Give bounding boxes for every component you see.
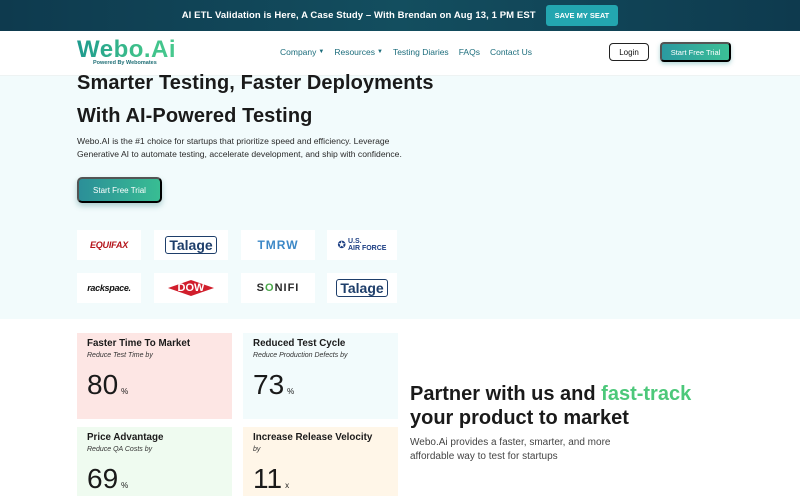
hero-start-free-trial-button[interactable]: Start Free Trial (77, 177, 162, 203)
stat-card-release-velocity: Increase Release Velocity by 11 x (243, 427, 398, 496)
dow-logo: DOW (154, 273, 228, 303)
nav-links: Company ▼ Resources ▼ Testing Diaries FA… (280, 47, 532, 57)
talage-logo-2: Talage (327, 273, 397, 303)
sonifi-letters-rest: NIFI (274, 282, 300, 294)
nav-item-label: FAQs (458, 47, 480, 57)
star-wing-icon: ✪ (337, 239, 346, 251)
hero-description: Webo.AI is the #1 choice for startups th… (77, 136, 402, 159)
talage-logo-text: Talage (165, 236, 217, 254)
stat-value: 80 % (87, 369, 222, 401)
equifax-logo-text: EQUIFAX (89, 240, 129, 250)
brand-tagline: Powered By Webomates (93, 60, 157, 66)
stat-title: Faster Time To Market (87, 338, 191, 349)
stat-unit: % (121, 387, 129, 396)
stat-value: 69 % (87, 463, 222, 495)
sonifi-letter-o: O (265, 282, 275, 294)
talage-logo: Talage (154, 230, 228, 260)
partner-heading-part-2: your product to market (410, 407, 629, 429)
caret-down-icon: ▼ (318, 49, 325, 55)
nav-start-free-trial-button[interactable]: Start Free Trial (660, 42, 731, 62)
usaf-line-2: AIR FORCE (347, 245, 387, 252)
nav-item-label: Testing Diaries (392, 47, 449, 57)
rackspace-logo: rackspace. (77, 273, 141, 303)
stat-number: 69 (87, 463, 119, 494)
main-nav: Webo.Ai Powered By Webomates Company ▼ R… (0, 31, 800, 76)
nav-item-company[interactable]: Company ▼ (280, 47, 324, 57)
nav-item-label: Contact Us (489, 47, 532, 57)
equifax-logo: EQUIFAX (77, 230, 141, 260)
hero-section: Smarter Testing, Faster Deployments With… (0, 72, 800, 319)
nav-item-contact-us[interactable]: Contact Us (490, 47, 532, 57)
partner-heading-accent: fast-track (601, 383, 692, 405)
us-air-force-logo: ✪ U.S. AIR FORCE (327, 230, 397, 260)
stat-subtitle: Reduce QA Costs by (87, 446, 153, 453)
save-my-seat-button[interactable]: SAVE MY SEAT (545, 5, 619, 26)
caret-down-icon: ▼ (376, 49, 383, 55)
stat-title: Increase Release Velocity (253, 432, 373, 443)
tmrw-logo-text: TMRW (257, 238, 299, 252)
announcement-bar: AI ETL Validation is Here, A Case Study … (0, 0, 800, 31)
stat-unit: % (121, 481, 129, 490)
hero-heading-line-1: Smarter Testing, Faster Deployments (77, 72, 434, 94)
announcement-text: AI ETL Validation is Here, A Case Study … (181, 10, 536, 21)
talage-logo-text: Talage (336, 279, 388, 297)
sonifi-logo: SONIFI (241, 273, 315, 303)
dow-logo-text: DOW (168, 280, 214, 296)
stat-card-price-advantage: Price Advantage Reduce QA Costs by 69 % (77, 427, 232, 496)
stat-number: 73 (253, 369, 285, 400)
partner-description: Webo.Ai provides a faster, smarter, and … (410, 437, 611, 462)
stat-card-reduced-test-cycle: Reduced Test Cycle Reduce Production Def… (243, 333, 398, 419)
tmrw-logo: TMRW (241, 230, 315, 260)
stat-number: 11 (253, 463, 283, 494)
hero-heading-line-2: With AI-Powered Testing (77, 105, 313, 127)
partner-heading: Partner with us and fast-track your prod… (410, 382, 730, 430)
stat-title: Reduced Test Cycle (253, 338, 346, 349)
nav-item-label: Resources (334, 47, 375, 57)
login-button[interactable]: Login (609, 43, 649, 61)
usaf-line-1: U.S. (347, 238, 362, 245)
nav-item-label: Company (280, 47, 317, 57)
nav-item-testing-diaries[interactable]: Testing Diaries (393, 47, 449, 57)
stat-value: 73 % (253, 369, 388, 401)
nav-item-resources[interactable]: Resources ▼ (334, 47, 383, 57)
stat-title: Price Advantage (87, 432, 164, 443)
sonifi-letter-s: S (256, 282, 265, 294)
nav-item-faqs[interactable]: FAQs (459, 47, 480, 57)
stat-subtitle: by (253, 446, 261, 453)
brand-logo[interactable]: Webo.Ai Powered By Webomates (77, 38, 177, 70)
stat-subtitle: Reduce Test Time by (87, 352, 153, 359)
stat-value: 11 x (253, 463, 388, 495)
stat-number: 80 (87, 369, 119, 400)
stat-subtitle: Reduce Production Defects by (253, 352, 348, 359)
brand-name: Webo.Ai (77, 36, 177, 63)
partner-heading-part-1: Partner with us and (410, 383, 602, 405)
stat-card-faster-time: Faster Time To Market Reduce Test Time b… (77, 333, 232, 419)
rackspace-logo-text: rackspace. (87, 283, 131, 293)
stat-unit: % (287, 387, 295, 396)
stat-unit: x (285, 481, 290, 490)
